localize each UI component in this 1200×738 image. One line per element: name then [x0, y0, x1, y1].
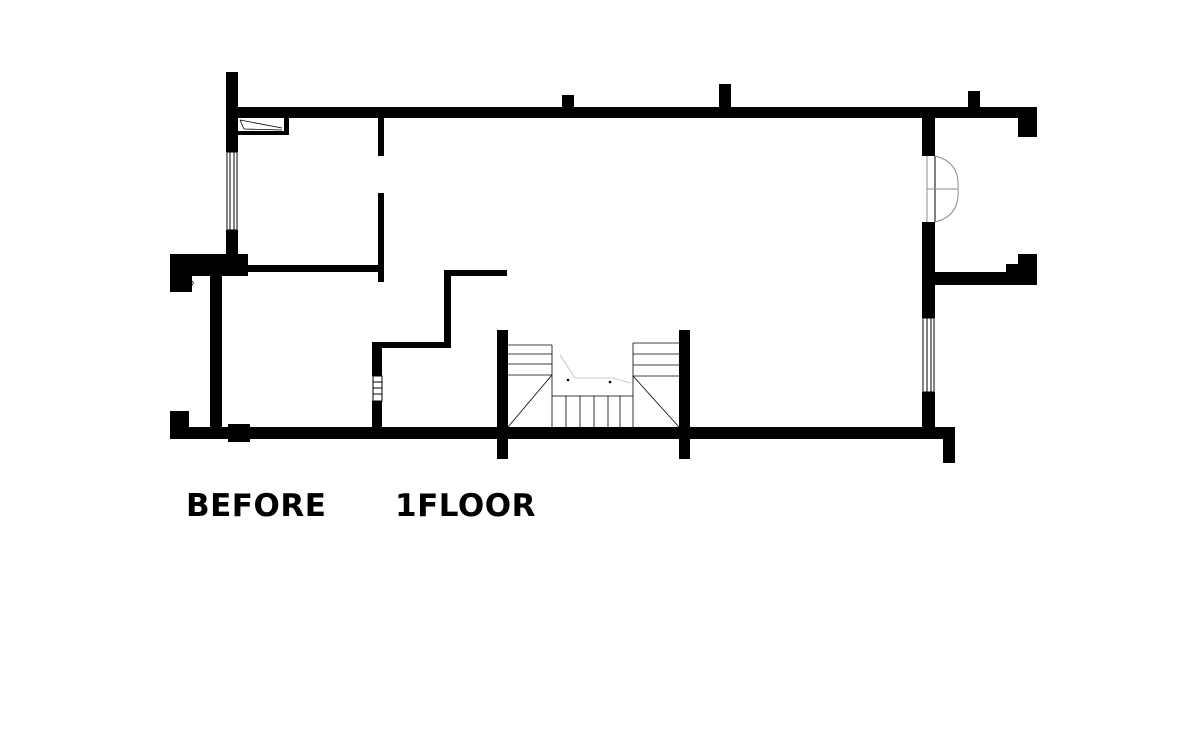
partition-lower [378, 193, 384, 282]
window-small [372, 375, 383, 402]
left-pier-drop [170, 254, 192, 292]
stair-wall-left [497, 330, 508, 459]
tap-icon [188, 280, 194, 286]
stepped-wall-mid [372, 342, 451, 348]
floor-label: 1FLOOR [395, 488, 536, 524]
small-room-fixtures [188, 119, 283, 286]
stepped-wall-top [444, 270, 507, 276]
left-wall-lower [210, 265, 222, 435]
stair-wall-right [679, 330, 690, 459]
stepped-wall-down-1 [372, 342, 382, 376]
small-room-cabinet-right [284, 118, 289, 135]
stepped-wall-down-2 [372, 401, 382, 431]
partition-upper [378, 118, 384, 156]
top-wall-stub-3 [968, 91, 980, 108]
right-projection-pier [1018, 254, 1037, 285]
double-door [926, 155, 959, 223]
top-wall-stub-1 [562, 95, 574, 108]
top-wall [226, 107, 1034, 118]
right-projection-step [1006, 264, 1020, 274]
top-right-pier [1018, 107, 1037, 137]
small-room-cabinet-bottom [238, 131, 289, 135]
stepped-wall-vertical [444, 270, 451, 348]
bottom-wall [170, 427, 955, 439]
bottom-left-pier [170, 411, 189, 439]
left-wall-mid [226, 230, 238, 258]
window-left [226, 151, 238, 231]
right-wall-lower [922, 392, 935, 438]
wall-layer [170, 72, 1037, 463]
right-wall-upper [922, 118, 935, 156]
bottom-right-pier [943, 427, 955, 463]
window-layer [226, 151, 935, 402]
bottom-left-post [228, 424, 250, 442]
left-wall-top [226, 72, 238, 152]
staircase [507, 342, 680, 428]
right-wall-middle [922, 222, 935, 318]
before-label: BEFORE [186, 488, 327, 524]
window-right [922, 317, 935, 393]
top-wall-stub-2 [719, 84, 731, 108]
right-projection-wall [935, 272, 1037, 285]
small-room-bottom-wall [238, 265, 384, 272]
